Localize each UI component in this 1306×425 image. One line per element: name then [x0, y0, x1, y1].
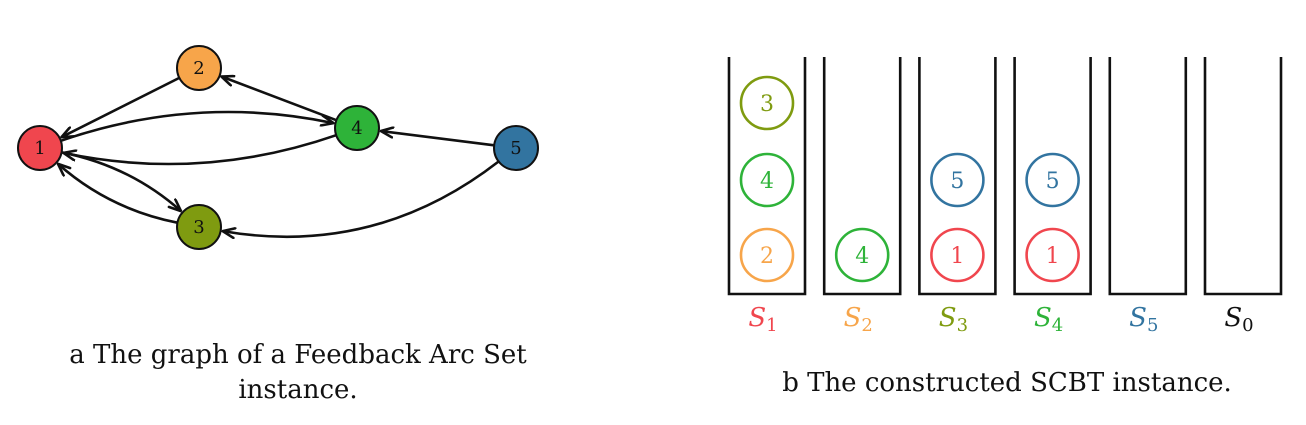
stack-S2-label: S2	[844, 303, 873, 336]
disk-4-circle	[834, 227, 890, 283]
edge-2-to-1	[61, 76, 180, 137]
disk-5-in-S4: 5	[1025, 152, 1080, 208]
scbt-panel: 2 4 3S1 4S2 1 5S3 1 5S4 S5 S0 b The constructed S…	[727, 57, 1283, 398]
disk-1-in-S3: 1	[930, 227, 985, 283]
graph-node-2: 2	[176, 45, 222, 91]
edge-3-to-1	[58, 164, 178, 224]
edge-5-to-3	[223, 160, 500, 237]
disk-1-circle	[1025, 227, 1080, 283]
disk-2-label: 2	[760, 244, 774, 269]
edge-5-to-4	[381, 131, 495, 147]
disk-1-label: 1	[1046, 244, 1060, 269]
graph-node-5-label: 5	[510, 138, 521, 159]
stack-S5: S5	[1108, 57, 1188, 336]
disk-1-label: 1	[950, 244, 964, 269]
disk-3-label: 3	[760, 92, 774, 117]
disk-5-circle	[1025, 152, 1080, 208]
disk-2-in-S1: 2	[739, 227, 795, 283]
disk-5-in-S3: 5	[930, 152, 985, 208]
disk-4-label: 4	[855, 244, 869, 269]
stack-S4-label: S4	[1034, 303, 1063, 336]
graph-node-2-circle	[176, 45, 222, 91]
graph-node-5-circle	[493, 125, 539, 171]
graph-node-4: 4	[334, 105, 380, 151]
stack-S0-container	[1203, 57, 1283, 296]
stack-S1: 2 4 3S1	[727, 57, 807, 336]
stack-S5-label: S5	[1129, 303, 1158, 336]
disk-1-circle	[930, 227, 985, 283]
disk-1-in-S4: 1	[1025, 227, 1080, 283]
disk-4-in-S1: 4	[739, 152, 795, 208]
disk-5-circle	[930, 152, 985, 208]
stack-S0: S0	[1203, 57, 1283, 336]
graph-node-1-label: 1	[34, 138, 45, 159]
graph-node-3: 3	[176, 204, 222, 250]
graph-node-2-label: 2	[193, 58, 204, 79]
graph-caption-line-2: instance.	[238, 375, 357, 405]
disk-4-circle	[739, 152, 795, 208]
disk-4-in-S2: 4	[834, 227, 890, 283]
graph-node-1-circle	[17, 125, 63, 171]
stack-S3-container	[918, 57, 997, 296]
graph-node-5: 5	[493, 125, 539, 171]
edge-layer	[58, 76, 500, 237]
edge-1-to-3	[61, 151, 181, 211]
graph-node-4-circle	[334, 105, 380, 151]
disk-3-circle	[739, 75, 795, 131]
stack-S3: 1 5S3	[918, 57, 997, 336]
stack-S1-label: S1	[748, 303, 777, 336]
stack-S4: 1 5S4	[1013, 57, 1092, 336]
node-layer: 1 2 3 4 5	[17, 45, 539, 250]
stack-S0-label: S0	[1224, 303, 1253, 336]
stack-S1-container	[727, 57, 807, 296]
graph-node-4-label: 4	[351, 118, 362, 139]
stack-layer: 2 4 3S1 4S2 1 5S3 1 5S4 S5 S0	[727, 57, 1283, 336]
disk-5-label: 5	[1046, 169, 1060, 194]
stack-S4-container	[1013, 57, 1092, 296]
stack-S2-container	[822, 57, 902, 296]
stack-S5-container	[1108, 57, 1188, 296]
disk-2-circle	[739, 227, 795, 283]
scbt-caption: b The constructed SCBT instance.	[782, 368, 1232, 398]
disk-4-label: 4	[760, 169, 774, 194]
edge-4-to-1	[64, 133, 337, 166]
graph-node-3-label: 3	[193, 217, 204, 238]
graph-node-1: 1	[17, 125, 63, 171]
disk-5-label: 5	[950, 169, 964, 194]
disk-3-in-S1: 3	[739, 75, 795, 131]
graph-node-3-circle	[176, 204, 222, 250]
stack-S3-label: S3	[939, 303, 968, 336]
edge-1-to-4	[60, 110, 334, 143]
graph-caption-line-1: a The graph of a Feedback Arc Set	[69, 340, 527, 370]
stack-S2: 4S2	[822, 57, 902, 336]
